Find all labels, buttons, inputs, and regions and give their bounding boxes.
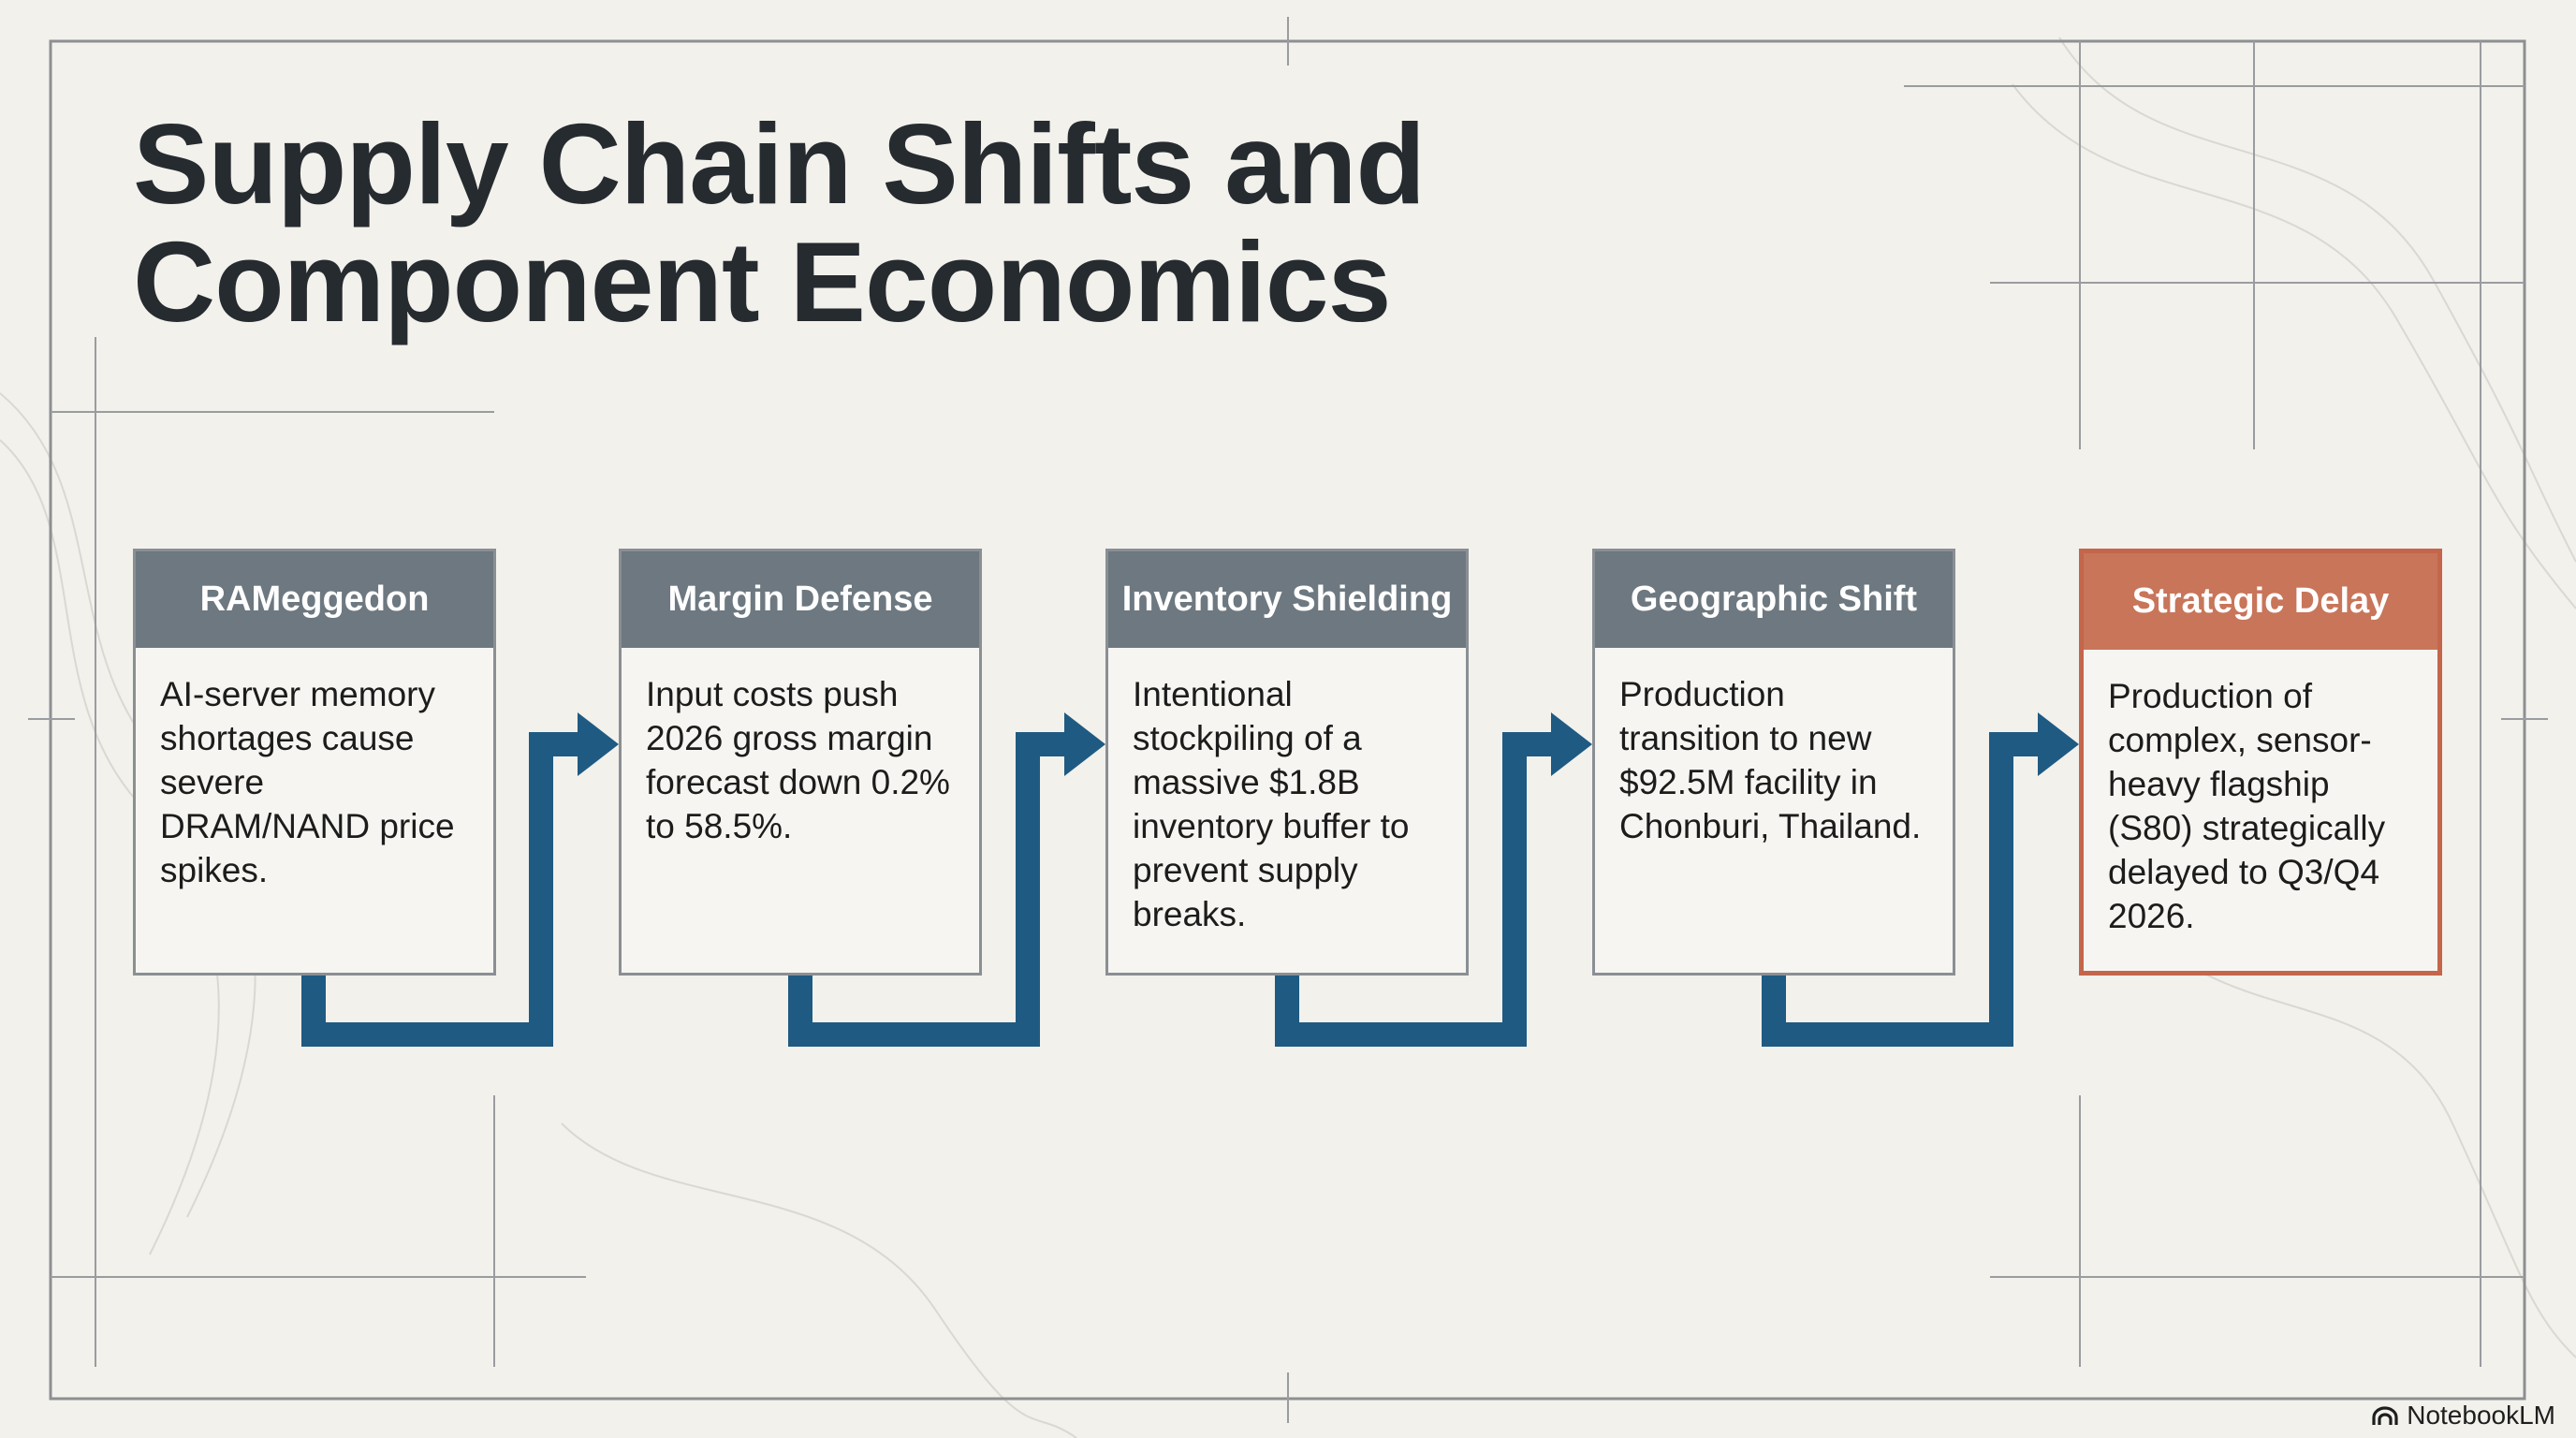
title-line-2: Component Economics xyxy=(133,218,1391,345)
notebooklm-logo-icon xyxy=(2372,1406,2398,1425)
step-card-inventory-shielding: Inventory Shielding Intentional stockpil… xyxy=(1105,549,1469,976)
step-card-geographic-shift: Geographic Shift Production transition t… xyxy=(1592,549,1955,976)
step-card-strategic-delay: Strategic Delay Production of complex, s… xyxy=(2079,549,2442,976)
step-card-margin-defense: Margin Defense Input costs push 2026 gro… xyxy=(619,549,982,976)
title-line-1: Supply Chain Shifts and xyxy=(133,100,1426,227)
step-card-text: Production of complex, sensor-heavy flag… xyxy=(2108,677,2386,935)
slide-title: Supply Chain Shifts and Component Econom… xyxy=(133,105,1426,341)
step-card-header: RAMeggedon xyxy=(136,551,493,648)
step-card-text: Intentional stockpiling of a massive $1.… xyxy=(1133,675,1410,933)
step-card-text: Production transition to new $92.5M faci… xyxy=(1619,675,1922,845)
step-card-header: Geographic Shift xyxy=(1595,551,1953,648)
brand-label: NotebookLM xyxy=(2407,1401,2555,1430)
step-card-header: Strategic Delay xyxy=(2084,553,2437,650)
step-card-header: Margin Defense xyxy=(622,551,979,648)
step-card-text: AI-server memory shortages cause severe … xyxy=(160,675,455,889)
step-card-rameggedon: RAMeggedon AI-server memory shortages ca… xyxy=(133,549,496,976)
step-card-header: Inventory Shielding xyxy=(1108,551,1466,648)
step-card-text: Input costs push 2026 gross margin forec… xyxy=(646,675,950,845)
notebooklm-brand: NotebookLM xyxy=(2371,1401,2555,1431)
